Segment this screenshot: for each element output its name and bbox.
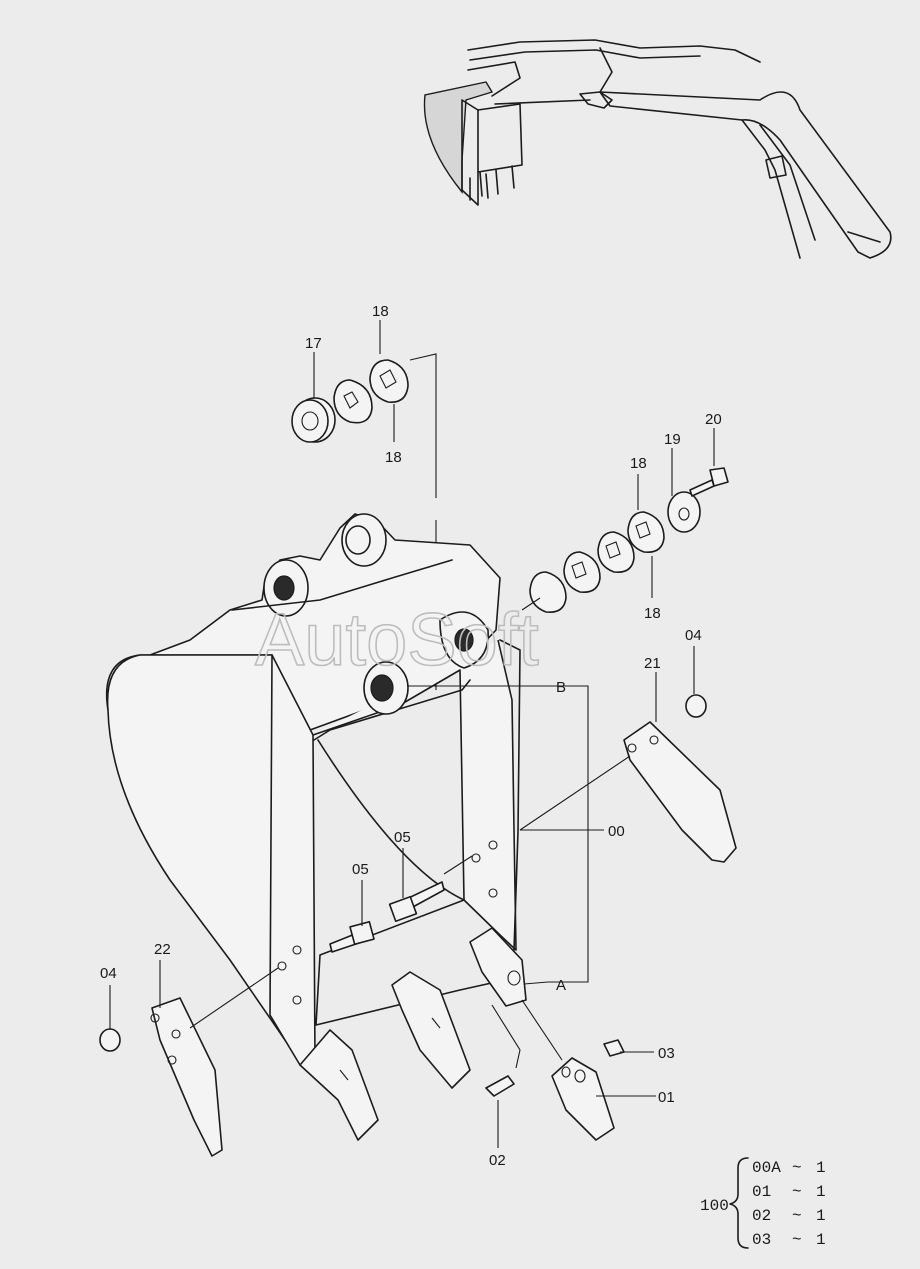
tooth-left — [299, 1029, 379, 1141]
bolt-05-upper — [388, 881, 445, 923]
callout-02: 02 — [489, 1152, 506, 1169]
callout-17: 17 — [305, 335, 322, 352]
bolt-20 — [689, 467, 729, 497]
tooth-middle — [391, 971, 471, 1089]
kit-item-qty: 1 — [816, 1207, 826, 1225]
kit-item-part: 01 — [752, 1183, 771, 1201]
callout-04: 04 — [685, 627, 702, 644]
shim-18-left-b — [369, 359, 409, 403]
leader-01-shaft — [521, 999, 563, 1061]
leader-lines — [109, 320, 715, 1148]
kit-item-part: 00A — [752, 1159, 781, 1177]
adapter-right — [469, 927, 527, 1007]
kit-item-part: 03 — [752, 1231, 771, 1249]
bolt-05-lower — [329, 920, 375, 953]
callout-04: 04 — [100, 965, 117, 982]
pin-spacer-17 — [291, 397, 336, 443]
kit-number: 100 — [700, 1197, 729, 1215]
kit-item-qty: 1 — [816, 1183, 826, 1201]
bucket-00 — [105, 513, 521, 1066]
shim-18-right-d — [627, 511, 665, 554]
plate-19 — [667, 491, 701, 533]
callout-01: 01 — [658, 1089, 675, 1106]
kit-item-sep: ~ — [792, 1207, 802, 1225]
callout-05: 05 — [352, 861, 369, 878]
kit-item-part: 02 — [752, 1207, 771, 1225]
callout-18: 18 — [385, 449, 402, 466]
callout-22: 22 — [154, 941, 171, 958]
callout-19: 19 — [664, 431, 681, 448]
shim-18-left-a — [333, 379, 373, 424]
callout-00: 00 — [608, 823, 625, 840]
leader-18-pin-left — [409, 353, 437, 498]
callout-20: 20 — [705, 411, 722, 428]
callout-18: 18 — [372, 303, 389, 320]
pin-shaft-line — [521, 597, 541, 611]
kit-item-sep: ~ — [792, 1231, 802, 1249]
callout-03: 03 — [658, 1045, 675, 1062]
callout-A: A — [556, 977, 566, 994]
callout-B: B — [556, 679, 566, 696]
side-cutter-22 — [150, 997, 223, 1157]
nut-04-right — [685, 694, 707, 718]
pin-03 — [603, 1039, 625, 1057]
nut-04-left — [99, 1028, 121, 1052]
shim-18-right-c — [597, 531, 635, 574]
shim-18-right-b — [563, 551, 601, 594]
kit-item-qty: 1 — [816, 1159, 826, 1177]
tooth-point-01 — [551, 1057, 615, 1141]
leader-02-shaft — [491, 1004, 521, 1069]
side-cutter-21 — [623, 721, 737, 863]
callout-18: 18 — [630, 455, 647, 472]
shim-18-right-a — [529, 571, 567, 614]
callout-18: 18 — [644, 605, 661, 622]
kit-brace — [729, 1157, 749, 1249]
kit-item-sep: ~ — [792, 1183, 802, 1201]
excavator-arm-overview — [423, 39, 892, 259]
kit-legend: 100 00A ~ 1 01 ~ 1 02 ~ 1 03 ~ 1 — [700, 1157, 826, 1249]
lock-02 — [485, 1075, 515, 1097]
callout-05: 05 — [394, 829, 411, 846]
watermark-text: AutoSoft — [255, 598, 539, 681]
kit-item-qty: 1 — [816, 1231, 826, 1249]
kit-item-sep: ~ — [792, 1159, 802, 1177]
callout-21: 21 — [644, 655, 661, 672]
